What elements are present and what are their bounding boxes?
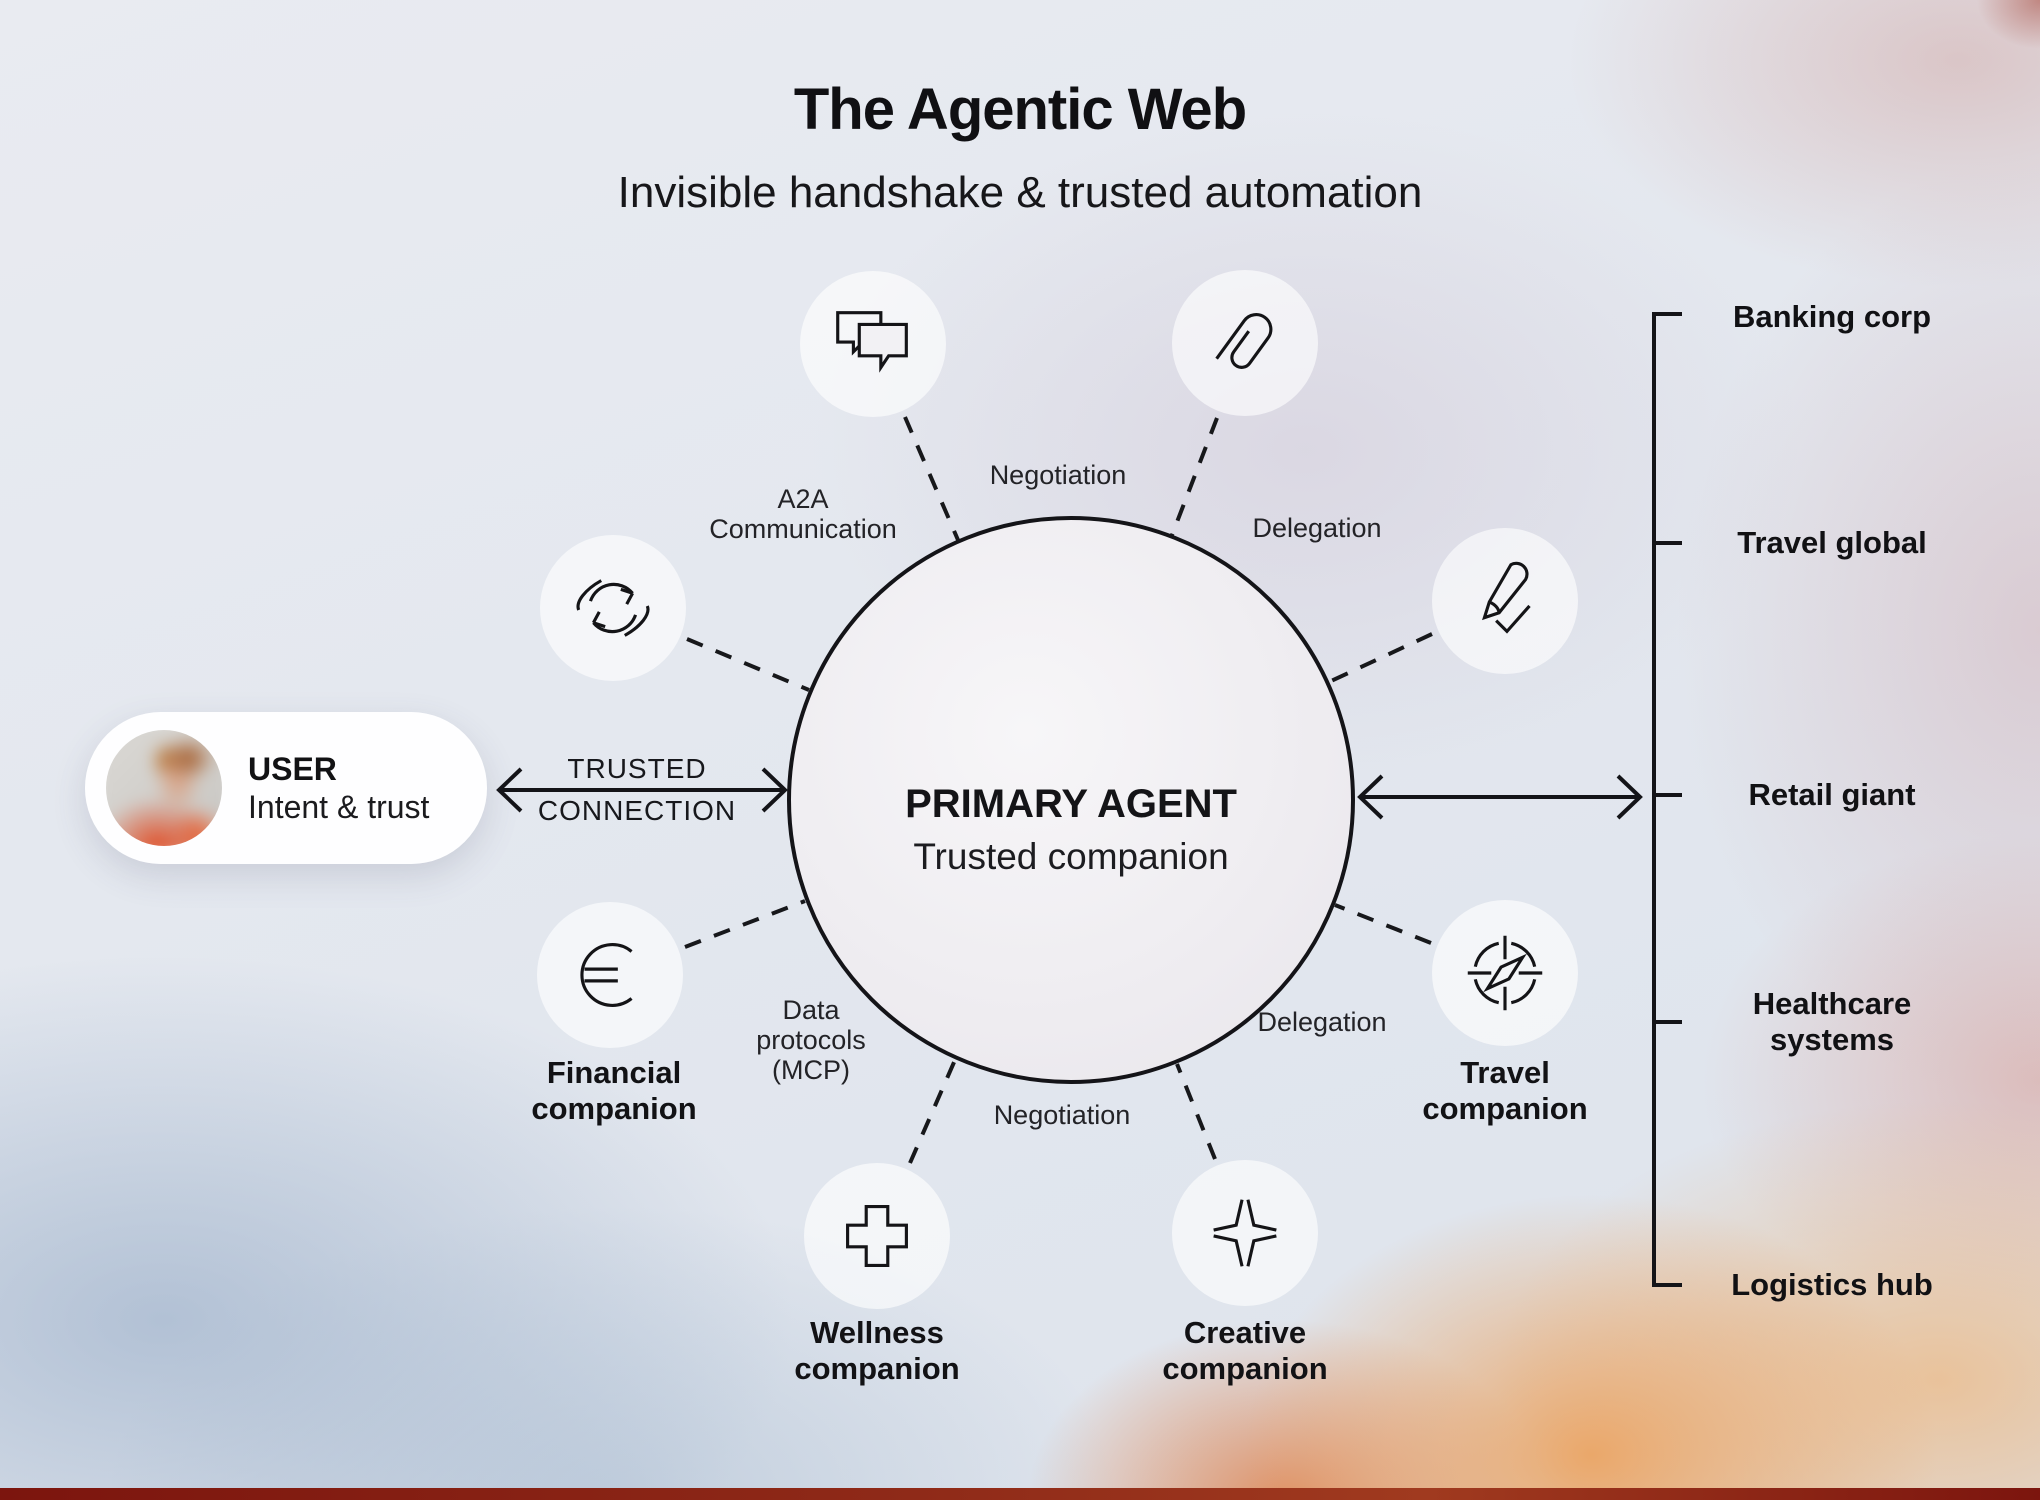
node-financial [537, 902, 683, 1048]
chat-bubbles-icon [836, 311, 908, 373]
dashed-link-wellness [908, 1059, 957, 1164]
medical-cross-icon [846, 1205, 908, 1267]
label-travel-companion: Travel companion [1422, 1055, 1588, 1126]
label-connection: CONNECTION [537, 795, 737, 826]
bottom-red-strip [0, 1488, 2040, 1500]
node-delegation-right [1432, 528, 1578, 674]
node-creative [1172, 1160, 1318, 1306]
partner-retail-giant: Retail giant [1748, 777, 1916, 812]
partner-banking-corp: Banking corp [1732, 299, 1932, 334]
label-delegation-bottom: Delegation [1257, 1007, 1387, 1037]
dashed-link-travel [1334, 903, 1432, 945]
sync-arrows-icon [576, 579, 650, 637]
dashed-link-financial [684, 899, 806, 949]
label-wellness-companion: Wellness companion [794, 1315, 960, 1386]
partner-logistics-hub: Logistics hub [1731, 1267, 1933, 1302]
label-trusted: TRUSTED [567, 753, 707, 784]
node-sync [540, 535, 686, 681]
label-negotiation-bottom: Negotiation [993, 1100, 1131, 1130]
user-avatar [106, 730, 222, 846]
primary-agent-name: PRIMARY AGENT [905, 782, 1237, 826]
node-travel [1432, 900, 1578, 1046]
paperclip-icon [1215, 313, 1273, 369]
sparkle-icon [1213, 1199, 1277, 1267]
trusted-connection-arrow [496, 767, 788, 813]
label-negotiation-top: Negotiation [989, 460, 1127, 490]
label-a2a-communication: A2A Communication [709, 484, 897, 544]
dashed-link-paperclip [1170, 417, 1219, 536]
user-card: USER Intent & trust [85, 712, 487, 864]
pencil-check-icon [1482, 561, 1531, 634]
node-delegation-top [1172, 270, 1318, 416]
primary-agent-node: PRIMARY AGENT Trusted companion [787, 516, 1355, 1084]
primary-agent-tagline: Trusted companion [913, 836, 1229, 877]
partner-healthcare-systems: Healthcare systems [1752, 986, 1912, 1057]
label-creative-companion: Creative companion [1162, 1315, 1328, 1386]
dashed-link-sync [686, 637, 810, 692]
partner-travel-global: Travel global [1737, 525, 1927, 560]
dashed-link-pencil [1328, 632, 1433, 684]
page-subtitle: Invisible handshake & trusted automation [617, 168, 1423, 217]
partners-bracket [1652, 312, 1682, 1287]
user-tagline: Intent & trust [248, 789, 430, 825]
compass-icon [1467, 935, 1543, 1011]
user-name: USER [248, 751, 337, 787]
partners-arrow [1357, 774, 1643, 820]
label-financial-companion: Financial companion [531, 1055, 697, 1126]
label-delegation-top: Delegation [1252, 513, 1382, 543]
dashed-link-creative [1175, 1063, 1217, 1160]
euro-icon [580, 943, 633, 1007]
node-a2a-communication [800, 271, 946, 417]
page-title: The Agentic Web [793, 77, 1247, 142]
dashed-link-chat [903, 416, 960, 541]
label-data-protocols: Data protocols (MCP) [756, 995, 866, 1085]
node-wellness [804, 1163, 950, 1309]
